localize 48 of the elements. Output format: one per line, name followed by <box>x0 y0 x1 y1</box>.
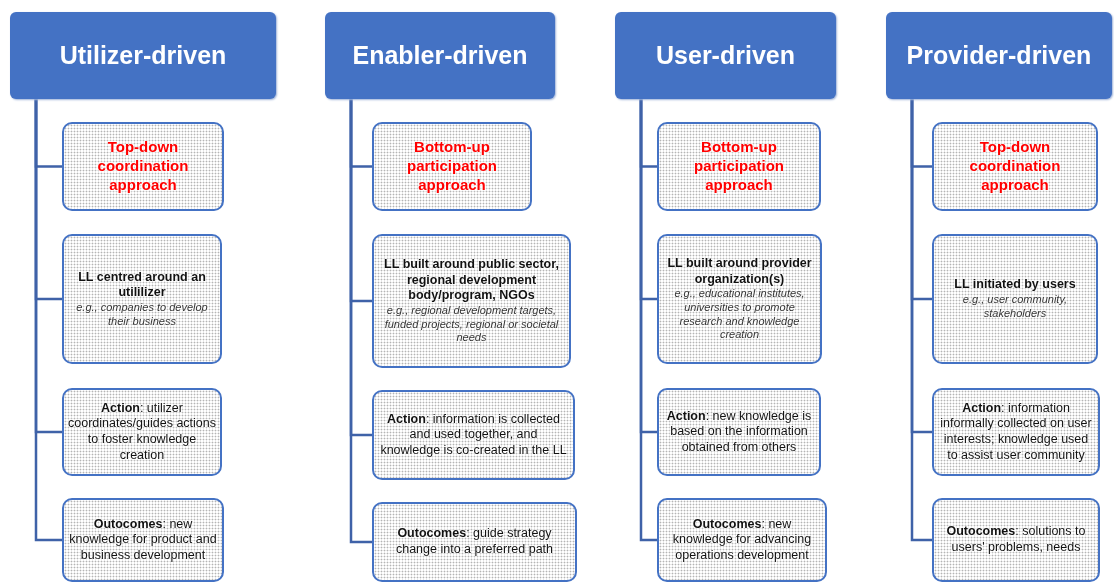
box-text: Action: information is collected and used together, and knowledge is co-created in the LL <box>379 411 568 459</box>
example-note: e.g., regional development targets, funded projects, regional or societal needs <box>383 303 560 346</box>
info-box <box>932 388 1100 476</box>
info-box <box>372 502 577 582</box>
box-text: Outocomes: new knowledge for advancing operations development <box>671 516 813 564</box>
info-box <box>657 388 821 476</box>
info-box <box>62 122 224 211</box>
box-text: Outocomes: guide strategy change into a preferred path <box>394 526 555 558</box>
box-text: Outocomes: new knowledge for product and business development <box>68 516 218 564</box>
connector-line <box>349 99 372 544</box>
box-heading: LL initiated by users <box>954 277 1076 294</box>
approach-text: Top-down coordination approach <box>968 138 1062 195</box>
header-title: Enabler-driven <box>352 41 528 70</box>
box-heading: LL built around public sector, regional development body/program, NGOs <box>383 256 560 304</box>
info-box <box>657 498 827 582</box>
info-box <box>372 390 575 480</box>
info-box <box>372 122 532 211</box>
info-box <box>932 234 1098 364</box>
box-text: Action: information informally collected on user interests; knowledge used to assist user community <box>939 400 1093 464</box>
box-heading: LL built around provider organization(s) <box>666 255 813 288</box>
header-title: User-driven <box>656 41 795 70</box>
column-header <box>886 12 1112 99</box>
connector-line <box>639 99 657 542</box>
example-note: e.g., educational institutes, universities to promote research and knowledge creation <box>673 287 806 343</box>
approach-text: Top-down coordination approach <box>96 138 190 195</box>
info-box <box>657 234 822 364</box>
box-text: Action: new knowledge is based on the information obtained from others <box>665 408 813 456</box>
connector-line <box>910 99 932 542</box>
connector-line <box>34 99 62 542</box>
info-box <box>62 388 222 476</box>
column-header <box>325 12 555 99</box>
box-text: Action: utilizer coordinates/guides actions to foster knowledge creation <box>68 400 216 464</box>
info-box <box>62 234 222 364</box>
info-box <box>62 498 224 582</box>
info-box <box>372 234 571 368</box>
approach-text: Bottom-up participation approach <box>406 138 498 195</box>
box-text: Outocomes: solutions to users' problems, needs <box>945 524 1087 556</box>
info-box <box>932 498 1100 582</box>
info-box <box>657 122 821 211</box>
column-header <box>615 12 836 99</box>
box-heading: LL centred around an utililizer <box>77 269 207 301</box>
example-note: e.g., user community, stakeholders <box>961 293 1069 321</box>
column-header <box>10 12 276 99</box>
example-note: e.g., companies to develop their business <box>75 300 209 329</box>
header-title: Utilizer-driven <box>59 41 227 70</box>
header-title: Provider-driven <box>906 41 1092 70</box>
info-box <box>932 122 1098 211</box>
approach-text: Bottom-up participation approach <box>693 138 785 195</box>
